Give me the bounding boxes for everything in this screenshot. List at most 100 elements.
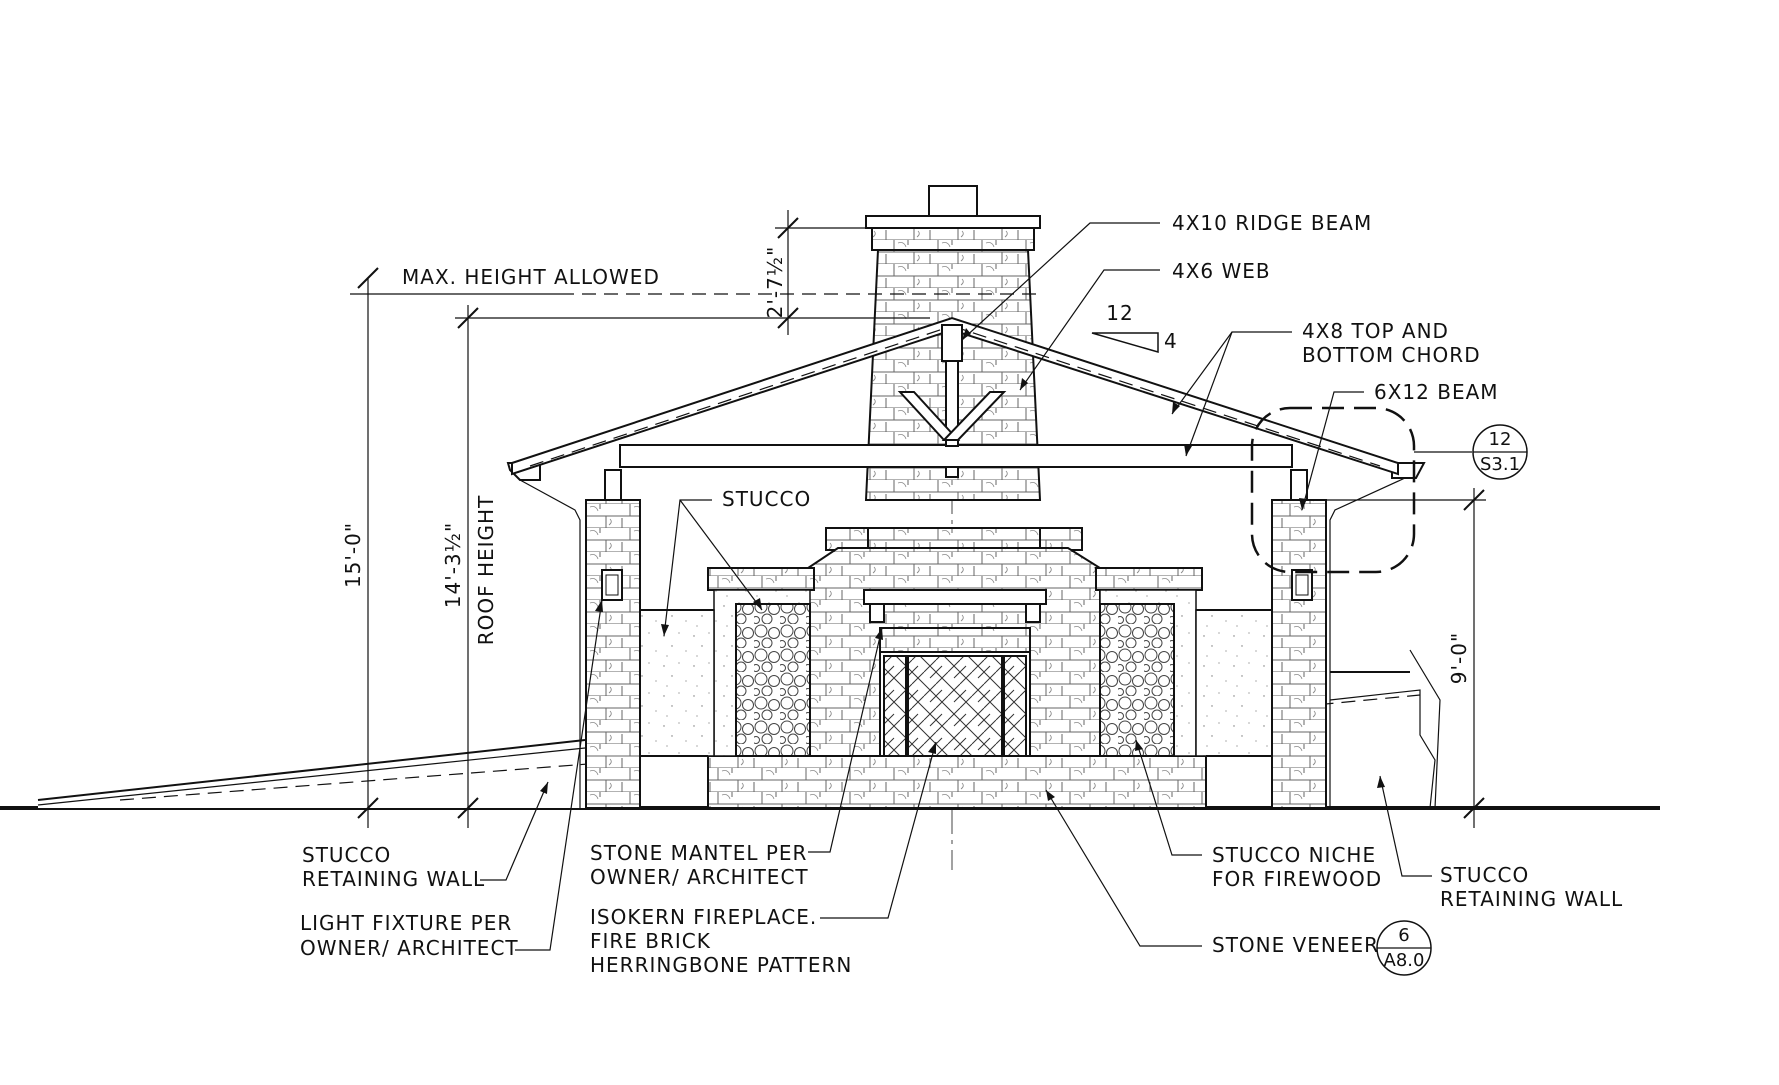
downspout-left bbox=[519, 479, 581, 808]
light-fixture-left bbox=[601, 569, 623, 601]
chimney-cap bbox=[865, 215, 1041, 229]
fireplace-arrow bbox=[928, 742, 936, 754]
light-label-1: LIGHT FIXTURE PER bbox=[300, 911, 512, 935]
dim-overall-tick-bottom bbox=[357, 797, 379, 819]
firebox-side-right bbox=[1003, 655, 1027, 761]
ridge-beam-leader bbox=[961, 222, 1160, 341]
web-leader bbox=[1019, 269, 1160, 391]
stone-mantel bbox=[863, 589, 1047, 605]
mantel-leader bbox=[808, 627, 883, 853]
max-height-label: MAX. HEIGHT ALLOWED bbox=[402, 265, 660, 289]
retaining-wall-left-cap bbox=[37, 747, 586, 806]
retaining-left-label-1: STUCCO bbox=[302, 843, 391, 867]
beam-label: 6X12 BEAM bbox=[1374, 380, 1499, 404]
post-right bbox=[1290, 469, 1308, 501]
chord-leader-bottom bbox=[1185, 331, 1233, 457]
fireplace-corbel-right bbox=[1039, 527, 1083, 551]
retaining-right-label-2: RETAINING WALL bbox=[1440, 887, 1623, 911]
beam-arrow bbox=[1299, 498, 1307, 510]
retaining-left-leader bbox=[480, 781, 549, 881]
mantel-arrow bbox=[875, 628, 883, 640]
light-fixture-left-lens bbox=[605, 574, 619, 596]
fireplace-label-1: ISOKERN FIREPLACE. bbox=[590, 905, 817, 929]
retaining-right-label-1: STUCCO bbox=[1440, 863, 1529, 887]
veneer-label: STONE VENEER bbox=[1212, 933, 1379, 957]
roof-pitch-run: 12 bbox=[1106, 301, 1133, 325]
dim-chimney-tick-bottom bbox=[777, 307, 799, 329]
veneer-leader bbox=[1045, 789, 1202, 947]
center-bracket bbox=[945, 466, 959, 478]
beam-leader bbox=[1301, 391, 1364, 511]
firebox-side-left bbox=[883, 655, 907, 761]
retaining-wall-right-edge bbox=[1409, 649, 1441, 809]
mantel-label-2: OWNER/ ARCHITECT bbox=[590, 865, 809, 889]
dim-roof-tick-top bbox=[457, 307, 479, 329]
chord-arrow-top bbox=[1172, 402, 1180, 414]
detail-tag-beam-sheet: S3.1 bbox=[1480, 454, 1520, 475]
retaining-right-arrow bbox=[1377, 776, 1385, 788]
roof-height-value: 14'-3½" bbox=[441, 522, 465, 608]
fireplace-leader bbox=[820, 741, 937, 919]
dim-plate-tick-bottom bbox=[1463, 797, 1485, 819]
niche-label-2: FOR FIREWOOD bbox=[1212, 867, 1382, 891]
herringbone-firebrick bbox=[907, 655, 1003, 761]
roof-top-chord bbox=[511, 316, 1399, 476]
dim-chimney-tick-top bbox=[777, 217, 799, 239]
chimney-extension-text: 2'-7½" bbox=[763, 246, 787, 319]
ridge-beam-label: 4X10 RIDGE BEAM bbox=[1172, 211, 1372, 235]
dim-plate-tick-top bbox=[1463, 489, 1485, 511]
stucco-wall-right bbox=[1195, 609, 1273, 757]
chimney-cap-flue bbox=[928, 185, 978, 217]
stone-column-left bbox=[585, 499, 641, 809]
retaining-wall-right-profile bbox=[1329, 689, 1436, 809]
fireplace-label-2: FIRE BRICK bbox=[590, 929, 711, 953]
mantel-bracket-right bbox=[1025, 603, 1041, 623]
stucco-arrow-right bbox=[753, 598, 762, 610]
light-leader bbox=[515, 599, 603, 951]
firewood-niche-left bbox=[735, 603, 811, 757]
chimney-crown bbox=[871, 227, 1035, 251]
stucco-leader-right bbox=[679, 499, 763, 611]
ridge-beam-arrow bbox=[962, 328, 971, 340]
overall-height-text: 15'-0" bbox=[341, 522, 365, 588]
veneer-arrow bbox=[1046, 790, 1055, 801]
bottom-chord-beam bbox=[619, 444, 1293, 468]
roof-pitch-triangle bbox=[1091, 332, 1159, 353]
fireplace-label-3: HERRINGBONE PATTERN bbox=[590, 953, 852, 977]
retaining-wall-left-top bbox=[37, 739, 586, 801]
light-fixture-right bbox=[1291, 569, 1313, 601]
stucco-label: STUCCO bbox=[722, 487, 811, 511]
roof-hidden-left bbox=[529, 325, 953, 467]
dim-roof-tick-bottom bbox=[457, 797, 479, 819]
niche-cap-left bbox=[707, 567, 815, 591]
light-arrow bbox=[595, 600, 603, 612]
dim-overall-tick-top bbox=[357, 267, 379, 289]
detail-tag-veneer-sheet: A8.0 bbox=[1384, 950, 1425, 971]
post-left bbox=[604, 469, 622, 501]
roof-hidden-right bbox=[951, 325, 1381, 467]
detail-tag-veneer-number: 6 bbox=[1398, 925, 1409, 946]
detail-callout-boundary bbox=[1250, 406, 1416, 574]
niche-leader bbox=[1135, 739, 1202, 856]
light-fixture-right-lens bbox=[1295, 574, 1309, 596]
fireplace-corbel-left bbox=[825, 527, 869, 551]
light-label-2: OWNER/ ARCHITECT bbox=[300, 936, 519, 960]
downspout-right bbox=[1329, 477, 1406, 808]
niche-cap-right bbox=[1095, 567, 1203, 591]
mantel-bracket-left bbox=[869, 603, 885, 623]
fireplace-shoulder-left bbox=[837, 527, 1069, 549]
retaining-left-label-2: RETAINING WALL bbox=[302, 867, 485, 891]
hearth-base bbox=[707, 755, 1207, 809]
mantel-label-1: STONE MANTEL PER bbox=[590, 841, 807, 865]
web-label: 4X6 WEB bbox=[1172, 259, 1271, 283]
chord-arrow-bottom bbox=[1184, 444, 1192, 456]
firebox-lintel bbox=[879, 627, 1031, 653]
chord-label-2: BOTTOM CHORD bbox=[1302, 343, 1481, 367]
web-arrow bbox=[1020, 378, 1028, 390]
ridge-beam bbox=[941, 324, 963, 362]
retaining-right-leader bbox=[1379, 775, 1432, 877]
chord-label-1: 4X8 TOP AND bbox=[1302, 319, 1449, 343]
stucco-arrow-left bbox=[661, 624, 669, 636]
